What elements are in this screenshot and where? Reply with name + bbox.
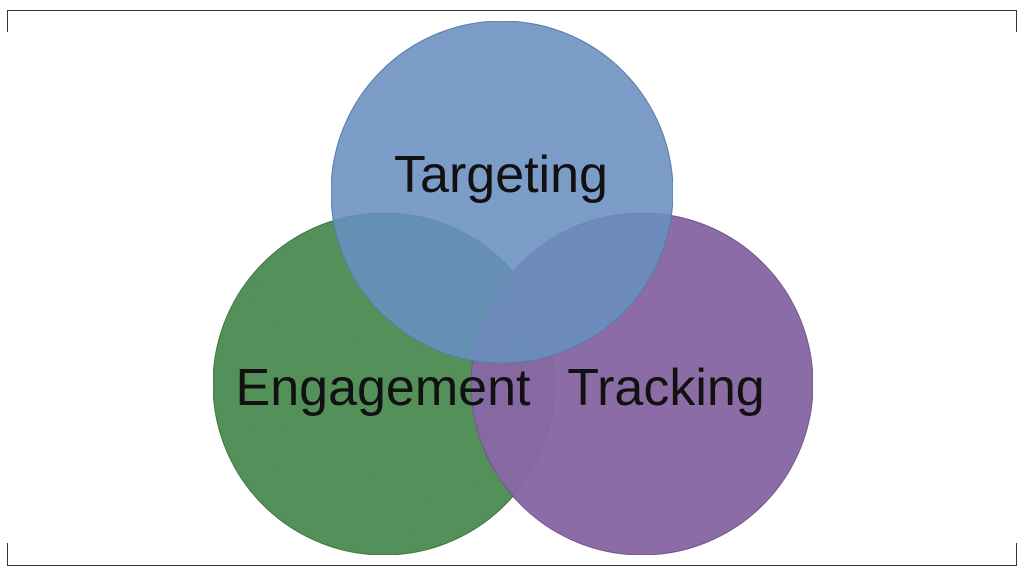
frame-top-line [7,10,1017,11]
frame-top-right-tick [1016,10,1017,32]
venn-label-tracking: Tracking [567,359,764,417]
venn-label-engagement: Engagement [236,359,531,417]
frame-bottom-left-tick [7,543,8,565]
frame-top-left-tick [7,10,8,32]
frame-bottom-right-tick [1016,543,1017,565]
venn-label-targeting: Targeting [394,146,608,204]
frame-bottom-line [7,565,1017,566]
venn-circle-targeting [330,20,674,364]
